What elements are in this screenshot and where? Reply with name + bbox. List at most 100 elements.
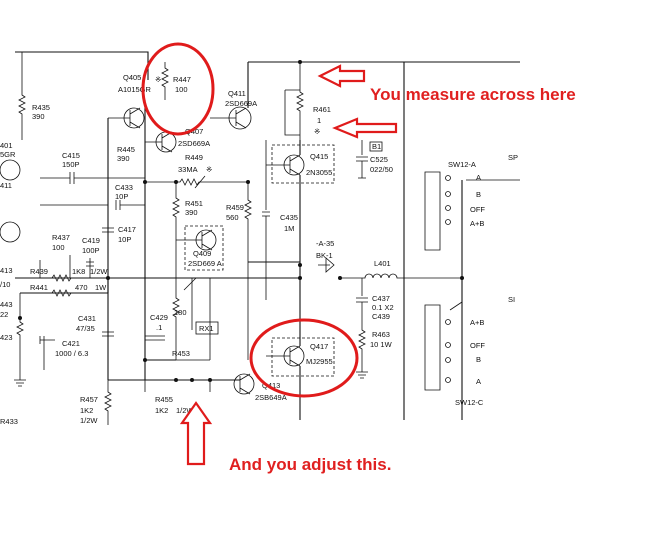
c415-label: C415 bbox=[62, 151, 80, 160]
r459-label: R459 bbox=[226, 203, 244, 212]
a35-label: -A-35 bbox=[316, 239, 334, 248]
svg-text:A+B: A+B bbox=[470, 219, 484, 228]
r459-value: 560 bbox=[226, 213, 239, 222]
r447-value: 100 bbox=[175, 85, 188, 94]
r447-highlight-circle bbox=[141, 42, 215, 136]
svg-text:A+B: A+B bbox=[470, 318, 484, 327]
q411-type: 2SD669A bbox=[225, 99, 257, 108]
q415-box bbox=[271, 144, 335, 184]
c419-value: 100P bbox=[82, 246, 100, 255]
r457-label: R457 bbox=[80, 395, 98, 404]
q409-label: Q409 bbox=[193, 249, 211, 258]
c437-value: 0.1 X2 bbox=[372, 303, 394, 312]
q411-label: Q411 bbox=[228, 89, 246, 98]
c421-label: C421 bbox=[62, 339, 80, 348]
r445-label: R445 bbox=[117, 145, 135, 154]
q415-type: 2N3055 bbox=[306, 168, 332, 177]
q417-label: Q417 bbox=[310, 342, 328, 351]
q413-transistor bbox=[233, 373, 255, 395]
c429-value: .1 bbox=[156, 323, 162, 332]
q401-label: 401 bbox=[0, 141, 13, 150]
c525-label: C525 bbox=[370, 155, 388, 164]
q417-type: MJ2955 bbox=[306, 357, 333, 366]
r439-value: 1K8 bbox=[72, 267, 85, 276]
c417-value: 10P bbox=[118, 235, 131, 244]
r449-label: R449 bbox=[185, 153, 203, 162]
r455-label: R455 bbox=[155, 395, 173, 404]
r447-label: R447 bbox=[173, 75, 191, 84]
r457-watt: 1/2W bbox=[80, 416, 98, 425]
bk1-label: BK-1 bbox=[316, 251, 333, 260]
r455-value: 1K2 bbox=[155, 406, 168, 415]
r180-label: 180 bbox=[174, 308, 187, 317]
measure-arrow-bottom bbox=[332, 117, 398, 139]
svg-text:22: 22 bbox=[0, 310, 8, 319]
q415-label: Q415 bbox=[310, 152, 328, 161]
sw12a-body bbox=[424, 171, 441, 251]
r441-label: R441 bbox=[30, 283, 48, 292]
r441-value: 470 bbox=[75, 283, 88, 292]
svg-text:/10: /10 bbox=[0, 280, 10, 289]
svg-text:SI: SI bbox=[508, 295, 515, 304]
schematic-drawing: R447 100 ※ Q405 A1015GR Q411 2SD669A Q40… bbox=[0, 51, 520, 426]
q417-highlight-circle bbox=[249, 318, 359, 398]
q413-type: 2SB649A bbox=[255, 393, 287, 402]
svg-text:A: A bbox=[476, 173, 481, 182]
sw12c-label: SW12-C bbox=[455, 398, 484, 407]
r455-watt: 1/2W bbox=[176, 406, 194, 415]
c419-label: C419 bbox=[82, 236, 100, 245]
svg-text:SP: SP bbox=[508, 153, 518, 162]
rx1-box bbox=[195, 321, 219, 335]
r437-value: 100 bbox=[52, 243, 65, 252]
c417-label: C417 bbox=[118, 225, 136, 234]
r435-value: 390 bbox=[32, 112, 45, 121]
l401-label: L401 bbox=[374, 259, 391, 268]
b1-label: B1 bbox=[372, 142, 381, 151]
adjust-arrow-up bbox=[179, 401, 213, 466]
svg-text:OFF: OFF bbox=[470, 341, 485, 350]
c415-value: 150P bbox=[62, 160, 80, 169]
r463-value: 10 1W bbox=[370, 340, 393, 349]
q405-label: Q405 bbox=[123, 73, 141, 82]
svg-text:B: B bbox=[476, 190, 481, 199]
c429-label: C429 bbox=[150, 313, 168, 322]
svg-text:413: 413 bbox=[0, 266, 13, 275]
sw12a-label: SW12-A bbox=[448, 160, 476, 169]
r457-value: 1K2 bbox=[80, 406, 93, 415]
c525-value: 022/50 bbox=[370, 165, 393, 174]
svg-text:※: ※ bbox=[206, 165, 212, 174]
q417-box bbox=[271, 337, 335, 377]
c431-label: C431 bbox=[78, 314, 96, 323]
q407-type: 2SD669A bbox=[178, 139, 210, 148]
r453-label: R453 bbox=[172, 349, 190, 358]
c439-label: C439 bbox=[372, 312, 390, 321]
measure-arrow-top bbox=[317, 64, 366, 88]
svg-text:443: 443 bbox=[0, 300, 13, 309]
r449-value: 33MA bbox=[178, 165, 198, 174]
rx1-label: RX1 bbox=[199, 324, 214, 333]
r451-label: R451 bbox=[185, 199, 203, 208]
q413-label: Q413 bbox=[262, 381, 280, 390]
svg-text:R433: R433 bbox=[0, 417, 18, 426]
r437-label: R437 bbox=[52, 233, 70, 242]
c421-value: 1000 / 6.3 bbox=[55, 349, 88, 358]
r461-value: 1 bbox=[317, 116, 321, 125]
svg-text:※: ※ bbox=[155, 75, 161, 84]
q409-box bbox=[184, 225, 224, 271]
svg-text:423: 423 bbox=[0, 333, 13, 342]
c435-value: 1M bbox=[284, 224, 294, 233]
c433-value: 10P bbox=[115, 192, 128, 201]
svg-text:411: 411 bbox=[0, 181, 12, 190]
c437-label: C437 bbox=[372, 294, 390, 303]
svg-text:B: B bbox=[476, 355, 481, 364]
c433-label: C433 bbox=[115, 183, 133, 192]
r461-label: R461 bbox=[313, 105, 331, 114]
r439-watt: 1/2W bbox=[90, 267, 108, 276]
svg-text:OFF: OFF bbox=[470, 205, 485, 214]
r445-value: 390 bbox=[117, 154, 130, 163]
r451-value: 390 bbox=[185, 208, 198, 217]
adjust-annotation: And you adjust this. bbox=[229, 455, 391, 474]
measure-annotation: You measure across here bbox=[370, 85, 576, 104]
q407-label: Q407 bbox=[185, 127, 203, 136]
